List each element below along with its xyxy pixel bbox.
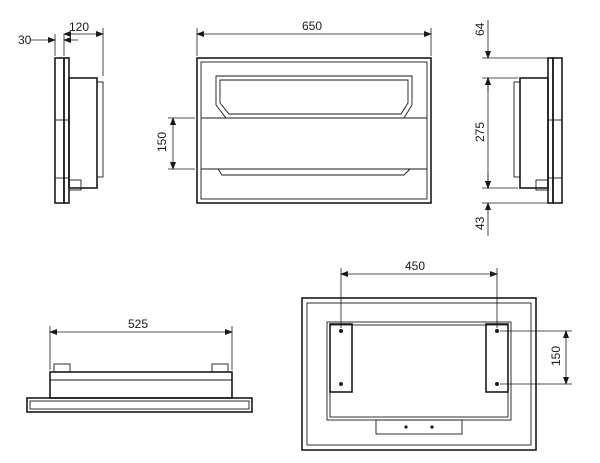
dim-label-150-front: 150 — [155, 132, 169, 152]
dim-label-30: 30 — [18, 33, 32, 47]
foot-block — [68, 179, 82, 191]
dim-label-650: 650 — [302, 19, 322, 33]
back-body — [326, 321, 512, 421]
foot-block-right — [535, 179, 549, 191]
top-body — [49, 371, 233, 399]
dim-label-150-back: 150 — [549, 346, 563, 366]
dim-label-525: 525 — [128, 317, 148, 331]
back-frame-outer — [301, 297, 537, 451]
fire-opening-upper — [215, 75, 413, 119]
mount-bracket-left — [329, 323, 353, 393]
dim-label-275: 275 — [473, 122, 487, 142]
screw-hole — [495, 382, 499, 386]
body-profile-right — [519, 77, 549, 189]
dim-label-64: 64 — [473, 22, 487, 36]
screw-hole — [339, 329, 343, 333]
body-profile — [68, 77, 98, 189]
top-view: 525 — [26, 317, 253, 413]
mount-bracket-right — [485, 323, 509, 393]
top-bracket-left — [53, 363, 71, 373]
wall-plate — [54, 57, 65, 204]
side-bracket-right — [547, 119, 563, 179]
wall-plate-right — [552, 57, 563, 204]
dim-label-120: 120 — [69, 20, 89, 34]
valve-screw — [404, 425, 408, 429]
fire-opening-upper-inner — [219, 79, 409, 115]
back-body-inner — [329, 324, 509, 418]
top-bracket-right — [211, 363, 229, 373]
dim-label-450: 450 — [405, 259, 425, 273]
front-lip-right — [513, 81, 521, 178]
valve-box — [375, 419, 463, 435]
side-bracket — [54, 119, 70, 179]
front-frame-inner — [200, 61, 428, 200]
front-view: 650 150 — [155, 19, 432, 204]
back-view: 450 150 — [301, 259, 572, 451]
burner-tray — [217, 168, 411, 176]
back-frame-inner — [306, 302, 532, 446]
valve-screw — [430, 425, 434, 429]
screw-hole — [339, 382, 343, 386]
top-plate — [26, 397, 253, 413]
top-plate-inner — [29, 400, 250, 410]
front-lip — [96, 81, 104, 178]
left-side-view: 30 120 — [18, 20, 104, 204]
dim-label-43: 43 — [473, 216, 487, 230]
front-frame-outer — [196, 57, 432, 204]
screw-hole — [495, 329, 499, 333]
right-side-view: 64 275 43 — [473, 20, 563, 236]
